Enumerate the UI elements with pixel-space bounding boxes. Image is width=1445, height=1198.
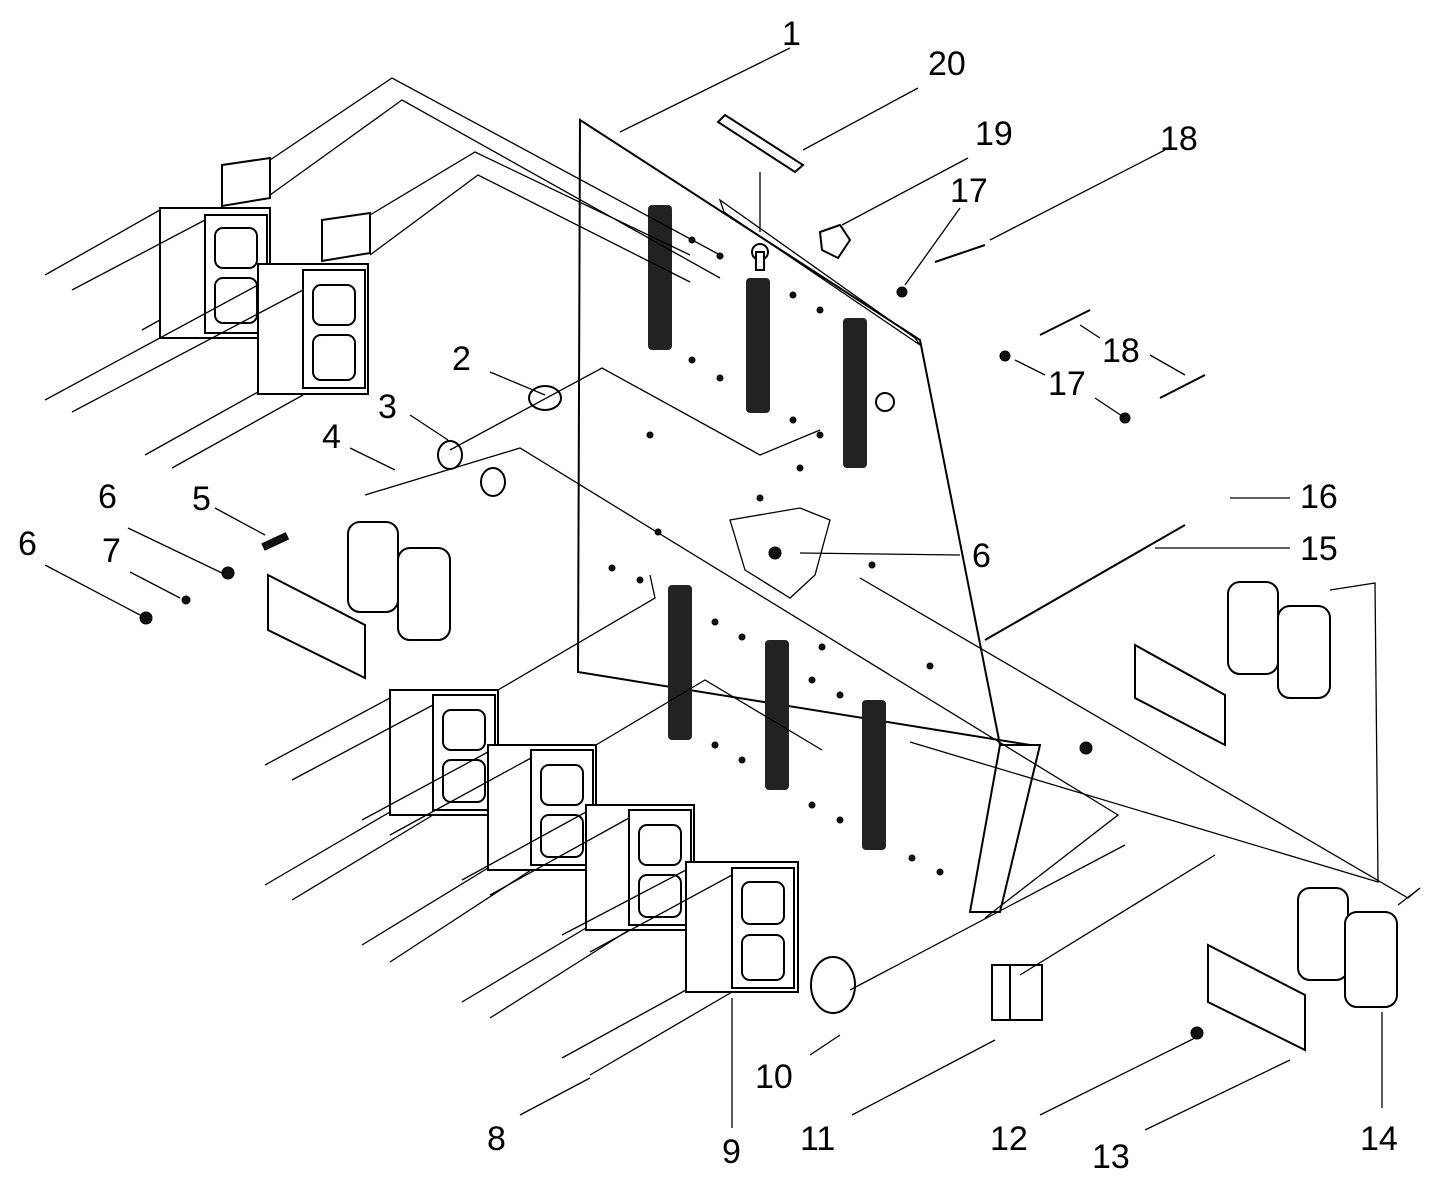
leader-lines — [44, 77, 1421, 1076]
callout-20: 20 — [928, 45, 966, 83]
callout-8: 8 — [487, 1120, 506, 1158]
callout-4: 4 — [322, 418, 341, 456]
callout-14: 14 — [1360, 1120, 1398, 1158]
callout-10: 10 — [755, 1058, 793, 1096]
callout-11: 11 — [800, 1120, 835, 1158]
transformer-lower-3 — [585, 804, 695, 931]
callout-18-a: 18 — [1160, 120, 1198, 158]
transformer-upper-2 — [257, 211, 371, 395]
callout-17-b: 17 — [1048, 365, 1086, 403]
capacitor-set-left — [267, 521, 451, 680]
callout-6-a: 6 — [98, 478, 117, 516]
callout-6-b: 6 — [972, 537, 991, 575]
transformer-lower-1 — [389, 689, 499, 816]
transformer-upper-1 — [159, 156, 271, 339]
callout-5: 5 — [192, 480, 211, 518]
callout-9: 9 — [722, 1133, 741, 1171]
callout-12: 12 — [990, 1120, 1028, 1158]
callout-17-a: 17 — [950, 172, 988, 210]
mounting-panel — [576, 118, 1042, 913]
callout-2: 2 — [452, 340, 471, 378]
callout-16: 16 — [1300, 478, 1338, 516]
small-hardware — [139, 113, 1206, 1040]
callouts: 1 2 3 4 5 6 6 7 6 8 9 10 11 12 13 14 15 — [18, 15, 1398, 1176]
callout-13: 13 — [1092, 1138, 1130, 1176]
capacitor-set-right — [1134, 581, 1331, 747]
callout-6-c: 6 — [18, 525, 37, 563]
callout-19: 19 — [975, 115, 1013, 153]
capacitor-set-bottom — [1207, 887, 1398, 1052]
callout-3: 3 — [378, 388, 397, 426]
callout-15: 15 — [1300, 530, 1338, 568]
callout-7: 7 — [102, 532, 121, 570]
callout-18-b: 18 — [1102, 332, 1140, 370]
transformer-lower-2 — [487, 744, 597, 871]
transformer-lower-4 — [685, 861, 799, 993]
callout-1: 1 — [782, 15, 801, 53]
